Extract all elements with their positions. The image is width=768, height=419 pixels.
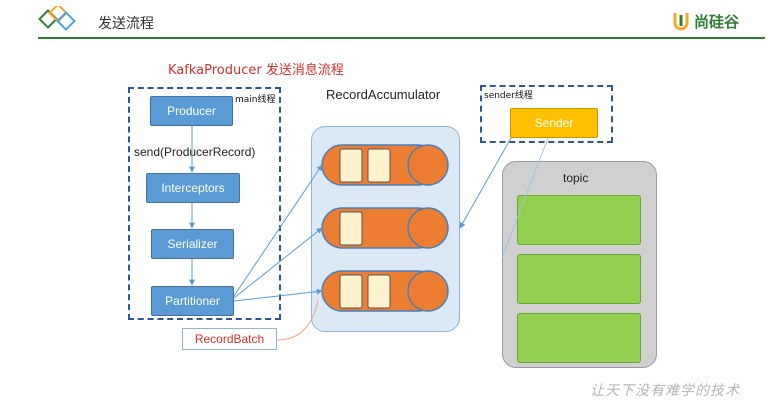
main-thread-group: [128, 87, 281, 320]
serializer-box: Serializer: [151, 229, 234, 259]
topic-partition: [517, 313, 641, 363]
arrow-partitioner-queue3: [233, 288, 323, 302]
producer-box: Producer: [150, 96, 233, 126]
sender-thread-label: sender线程: [484, 91, 533, 101]
brand-logo: 尚硅谷: [672, 10, 739, 32]
interceptors-box: Interceptors: [146, 173, 240, 203]
record-cell: [339, 148, 363, 183]
record-cell: [339, 211, 363, 246]
main-thread-label: main线程: [235, 95, 276, 105]
batch-queue: [321, 270, 449, 312]
record-batch-label: RecordBatch: [182, 328, 277, 350]
record-batch-pointer: [276, 299, 319, 341]
arrow-partitioner-queue2: [233, 227, 323, 299]
send-call-label: send(ProducerRecord): [134, 145, 256, 159]
partitioner-box: Partitioner: [151, 286, 234, 316]
brand-name: 尚硅谷: [694, 12, 740, 31]
topic-partition: [517, 254, 641, 304]
batch-queue: [321, 144, 449, 186]
header-divider: [38, 37, 765, 39]
brand-mark-icon: [673, 13, 689, 31]
course-logo-icon: [38, 3, 78, 36]
topic-partition: [517, 195, 641, 245]
diagram-title: KafkaProducer 发送消息流程: [168, 63, 344, 78]
arrow-sender-accumulator: [459, 137, 512, 229]
record-cell: [367, 274, 391, 309]
page-title: 发送流程: [98, 16, 154, 32]
sender-box: Sender: [510, 108, 598, 138]
topic-label: topic: [563, 171, 589, 185]
record-cell: [367, 148, 391, 183]
arrow-sender-topic: [501, 137, 549, 259]
record-cell: [339, 274, 363, 309]
batch-queue: [321, 207, 449, 249]
footer-slogan: 让天下没有难学的技术: [590, 383, 740, 399]
arrow-partitioner-queue1: [233, 164, 323, 297]
accumulator-label: RecordAccumulator: [326, 87, 441, 102]
